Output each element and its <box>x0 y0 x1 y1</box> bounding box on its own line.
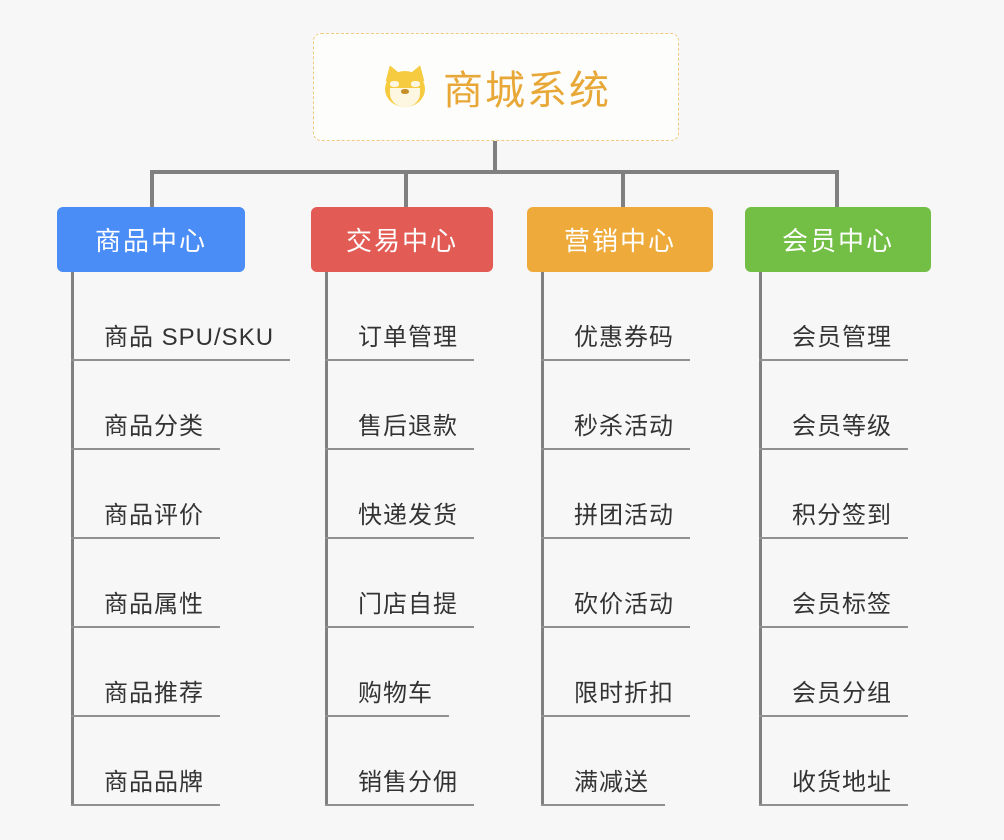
branch-trunk <box>325 272 328 806</box>
branch-items-marketing-center: 优惠券码 秒杀活动 拼团活动 砍价活动 限时折扣 满减送 <box>527 272 713 806</box>
list-item-label: 会员管理 <box>792 324 892 351</box>
branch-items-product-center: 商品 SPU/SKU 商品分类 商品评价 商品属性 商品推荐 商品品牌 <box>57 272 291 806</box>
list-item[interactable]: 销售分佣 <box>311 717 493 806</box>
list-item[interactable]: 商品 SPU/SKU <box>57 272 291 361</box>
list-item-label: 销售分佣 <box>358 769 458 796</box>
branch-product-center: 商品中心 商品 SPU/SKU 商品分类 商品评价 商品属性 商品推荐 商品品牌 <box>57 207 291 806</box>
branch-header-trade-center[interactable]: 交易中心 <box>311 207 493 272</box>
branch-title: 营销中心 <box>563 226 676 256</box>
list-item-label: 商品属性 <box>104 591 204 618</box>
branch-trade-center: 交易中心 订单管理 售后退款 快递发货 门店自提 购物车 销售分佣 <box>311 207 493 806</box>
list-item[interactable]: 限时折扣 <box>527 628 713 717</box>
list-item[interactable]: 商品分类 <box>57 361 245 450</box>
branch-title: 商品中心 <box>94 226 207 256</box>
list-item-label: 商品评价 <box>104 502 204 529</box>
list-item[interactable]: 商品属性 <box>57 539 245 628</box>
branch-trunk <box>71 272 74 806</box>
root-title: 商城系统 <box>443 69 611 113</box>
list-item-label: 会员分组 <box>792 680 892 707</box>
list-item[interactable]: 积分签到 <box>745 450 931 539</box>
list-item-label: 售后退款 <box>358 413 458 440</box>
list-item-label: 优惠券码 <box>574 324 674 351</box>
branch-title: 会员中心 <box>781 226 894 256</box>
branch-header-product-center[interactable]: 商品中心 <box>57 207 245 272</box>
list-item-label: 商品推荐 <box>104 680 204 707</box>
list-item[interactable]: 秒杀活动 <box>527 361 713 450</box>
list-item[interactable]: 售后退款 <box>311 361 493 450</box>
connector-root-stem <box>493 141 497 173</box>
list-item-label: 砍价活动 <box>574 591 674 618</box>
list-item[interactable]: 会员等级 <box>745 361 931 450</box>
list-item-label: 满减送 <box>574 769 649 796</box>
branch-title: 交易中心 <box>345 226 458 256</box>
connector-drop-2 <box>404 170 408 209</box>
branch-items-member-center: 会员管理 会员等级 积分签到 会员标签 会员分组 收货地址 <box>745 272 931 806</box>
list-item[interactable]: 商品品牌 <box>57 717 245 806</box>
list-item[interactable]: 订单管理 <box>311 272 493 361</box>
list-item-label: 商品 SPU/SKU <box>104 324 275 351</box>
list-item-label: 门店自提 <box>358 591 458 618</box>
list-item-label: 会员标签 <box>792 591 892 618</box>
list-item-label: 收货地址 <box>792 769 892 796</box>
connector-drop-4 <box>835 170 839 209</box>
list-item-label: 购物车 <box>358 680 433 707</box>
list-item[interactable]: 购物车 <box>311 628 493 717</box>
list-item[interactable]: 会员管理 <box>745 272 931 361</box>
list-item[interactable]: 拼团活动 <box>527 450 713 539</box>
branch-header-member-center[interactable]: 会员中心 <box>745 207 931 272</box>
branch-marketing-center: 营销中心 优惠券码 秒杀活动 拼团活动 砍价活动 限时折扣 满减送 <box>527 207 713 806</box>
connector-drop-1 <box>150 170 154 209</box>
list-item-label: 商品分类 <box>104 413 204 440</box>
list-item[interactable]: 会员标签 <box>745 539 931 628</box>
list-item[interactable]: 门店自提 <box>311 539 493 628</box>
list-item-label: 商品品牌 <box>104 769 204 796</box>
list-item-label: 拼团活动 <box>574 502 674 529</box>
list-item-label: 秒杀活动 <box>574 413 674 440</box>
connector-horizontal-bus <box>150 170 839 174</box>
root-node-mall-system[interactable]: 商城系统 <box>313 33 679 141</box>
list-item[interactable]: 优惠券码 <box>527 272 713 361</box>
connector-drop-3 <box>621 170 625 209</box>
list-item[interactable]: 商品推荐 <box>57 628 245 717</box>
list-item-label: 订单管理 <box>358 324 458 351</box>
list-item[interactable]: 收货地址 <box>745 717 931 806</box>
list-item[interactable]: 满减送 <box>527 717 713 806</box>
list-item-label: 积分签到 <box>792 502 892 529</box>
shiba-dog-icon <box>381 62 429 111</box>
list-item[interactable]: 快递发货 <box>311 450 493 539</box>
list-item[interactable]: 商品评价 <box>57 450 245 539</box>
list-item[interactable]: 会员分组 <box>745 628 931 717</box>
branch-trunk <box>759 272 762 806</box>
branch-member-center: 会员中心 会员管理 会员等级 积分签到 会员标签 会员分组 收货地址 <box>745 207 931 806</box>
list-item-label: 会员等级 <box>792 413 892 440</box>
branch-header-marketing-center[interactable]: 营销中心 <box>527 207 713 272</box>
branch-trunk <box>541 272 544 806</box>
list-item-label: 限时折扣 <box>574 680 674 707</box>
list-item-label: 快递发货 <box>358 502 458 529</box>
branch-items-trade-center: 订单管理 售后退款 快递发货 门店自提 购物车 销售分佣 <box>311 272 493 806</box>
list-item[interactable]: 砍价活动 <box>527 539 713 628</box>
